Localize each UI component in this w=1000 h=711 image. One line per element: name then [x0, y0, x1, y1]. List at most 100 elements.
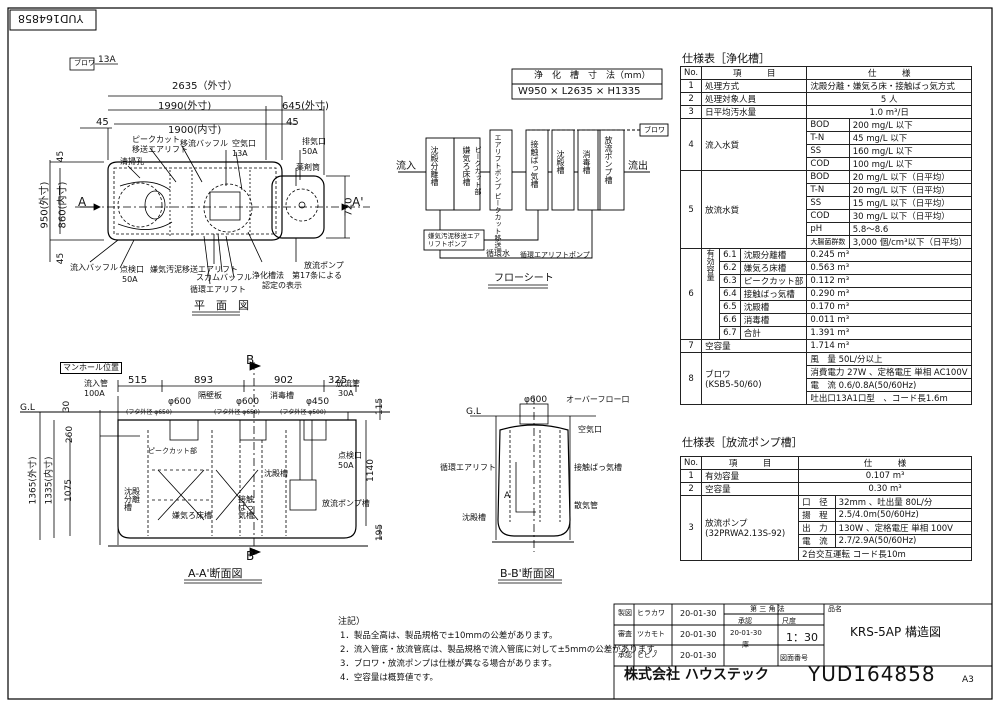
note-4: 4．空容量は概算値です。	[340, 673, 439, 683]
dim-45-b: 45	[286, 117, 299, 128]
spec1-no: 4	[679, 118, 703, 171]
tb-person-1: ヒラカワ	[637, 609, 665, 617]
flow-box-1: 沈殿分離槽	[430, 146, 439, 186]
flow-sheet	[398, 68, 669, 259]
tb-company: 株式会社 ハウステック	[624, 667, 769, 683]
spec1-value: 0.112 m³	[806, 274, 972, 288]
dims-box-title: 浄 化 槽 寸 法（mm）	[534, 71, 651, 81]
dim-1140: 1140	[365, 459, 376, 482]
spec1-value: 3,000 個/cm³以下（日平均）	[848, 235, 973, 249]
spec1-value: 200 mg/L 以下	[848, 118, 973, 132]
tb-role-1: 製図	[618, 609, 632, 617]
spec1-value: 0.563 m³	[806, 261, 972, 275]
spec1-param: BOD	[806, 118, 850, 132]
label-pump-tank: 放流ポンプ槽	[322, 499, 370, 508]
spec1-value: 100 mg/L 以下	[848, 157, 973, 171]
spec1-param: 合計	[739, 326, 808, 340]
tb-approved-stamp: 承認	[738, 617, 752, 625]
spec1-value: 0.245 m³	[806, 248, 972, 262]
spec1-value: 電 流 0.6/0.8A(50/60Hz)	[806, 378, 972, 392]
dim-115: 115	[375, 397, 386, 416]
section-mark-b: B	[246, 353, 255, 367]
spec1-param: pH	[806, 222, 850, 236]
gl-label-b: G.L	[466, 407, 481, 417]
spec2-param: 口 径	[798, 495, 836, 509]
dim-1075: 1075	[63, 479, 74, 502]
note-3: 3．ブロワ・放流ポンプは仕様が異なる場合があります。	[340, 659, 557, 669]
spec1-param: 沈殿分離槽	[739, 248, 808, 262]
spec1-value: 1.714 m³	[806, 339, 972, 353]
spec1-param: COD	[806, 157, 850, 171]
tb-name: KRS-5AP 構造図	[850, 625, 942, 639]
spec1-subno: 6.6	[719, 313, 741, 327]
caption-plan: 平 面 図	[194, 299, 249, 312]
spec2-param: 揚 程	[798, 508, 836, 522]
label-inspection: 点検口	[338, 451, 362, 460]
label-transfer-lift: 移送エアリフト	[132, 145, 188, 154]
tb-size: A3	[962, 675, 974, 685]
tb-drawing-no: YUD164858	[808, 662, 936, 686]
spec1-param: 接触ばっ気槽	[739, 287, 808, 301]
tb-projection: 第 三 角 法	[750, 605, 785, 613]
spec1-value: 0.170 m³	[806, 300, 972, 314]
flow-blower: ブロワ	[644, 126, 665, 134]
flow-box-7: 消毒槽	[582, 150, 591, 174]
tb-date-3: 20-01-30	[680, 651, 717, 660]
label-inflow-baffle: 流入バッフル	[70, 263, 118, 272]
label-inspection-port: 点検口	[120, 265, 144, 274]
spec1-title: 仕様表［浄化槽］	[682, 52, 770, 65]
section-mark-a: A	[78, 195, 87, 209]
caption-section-a: A-A'断面図	[188, 567, 243, 580]
spec1-item: 流入水質	[701, 118, 808, 171]
spec2-title: 仕様表［放流ポンプ槽］	[682, 436, 803, 449]
dim-1990: 1990(外寸)	[158, 101, 212, 112]
spec1-param: 消毒槽	[739, 313, 808, 327]
spec1-no: 8	[679, 352, 703, 405]
spec1-value: 5.8～8.6	[848, 222, 973, 236]
spec1-value: 30 mg/L 以下（日平均）	[848, 209, 973, 223]
tb-date-2: 20-01-30	[680, 630, 717, 639]
th-spec: 仕 様	[806, 66, 972, 80]
dims-box-value: W950 × L2635 × H1335	[518, 86, 641, 97]
spec1-param: 沈殿槽	[739, 300, 808, 314]
spec2-value: 0.30 m³	[798, 482, 972, 496]
tb-drawing-no-label: 図面番号	[780, 654, 808, 662]
flow-box-6: 沈殿槽	[556, 150, 565, 174]
discharge-pipe-size: 30A	[338, 389, 354, 398]
manhole-note-2: (フタ外径 φ650)	[214, 409, 260, 416]
b-sediment: 沈殿槽	[462, 513, 486, 522]
section-mark-b-prime: B'	[246, 549, 258, 563]
spec1-value: 15 mg/L 以下（日平均）	[848, 196, 973, 210]
spec2-value: 0.107 m³	[798, 469, 972, 483]
b-d600: φ600	[524, 395, 548, 405]
flow-circ-water: 循環水	[486, 249, 510, 258]
label-sludge-lift: 嫌気汚泥移送エアリフト	[150, 265, 238, 274]
tb-scale-label: 尺度	[782, 617, 796, 625]
spec1-value: 0.290 m³	[806, 287, 972, 301]
spec1-item: 日平均汚水量	[701, 105, 808, 119]
b-circ-lift: 循環エアリフト	[440, 463, 496, 472]
spec1-value: 風 量 50L/分以上	[806, 352, 972, 366]
label-sed-sep: 沈殿分離槽	[124, 487, 140, 512]
dim-950: 950(外寸)	[39, 181, 51, 229]
section-b-view	[470, 396, 596, 552]
spec1-subno: 6.7	[719, 326, 741, 340]
label-inspection-size: 50A	[122, 275, 138, 284]
spec1-subno: 6.3	[719, 274, 741, 288]
b-mark-a: A	[504, 491, 511, 501]
dim-260: 260	[65, 425, 76, 444]
spec2-value: 130W 、定格電圧 単相 100V	[834, 521, 973, 535]
label-sediment: 沈殿槽	[264, 469, 288, 478]
flow-box-5: 接触ばっ気槽	[530, 140, 539, 188]
spec1-value: 1.391 m³	[806, 326, 972, 340]
spec1-no: 5	[679, 170, 703, 249]
spec1-value: 5 人	[806, 92, 972, 106]
spec1-item: 空容量	[701, 339, 808, 353]
dim-515: 515	[128, 375, 148, 386]
caption-section-b: B-B'断面図	[500, 567, 555, 580]
dim-total: 2635（外寸）	[172, 81, 238, 92]
manhole-note-1: (フタ外径 φ650)	[126, 409, 172, 416]
spec1-subno: 6.4	[719, 287, 741, 301]
spec1-blower-cell: ブロワ(KSB5-50/60)	[701, 352, 808, 405]
dim-645: 645(外寸)	[282, 101, 329, 112]
